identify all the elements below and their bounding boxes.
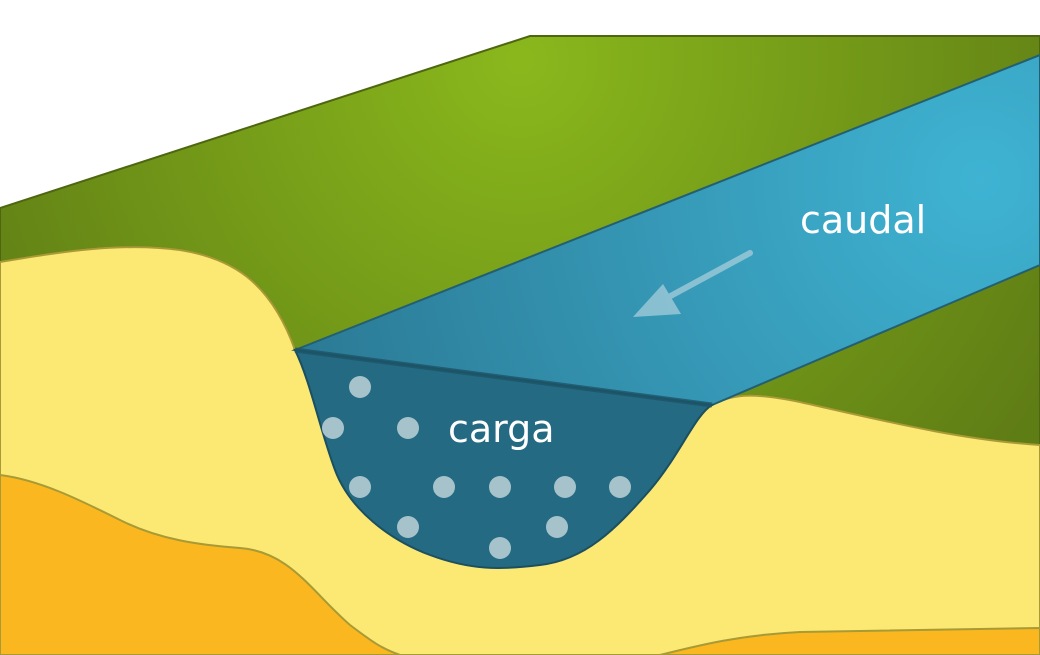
sediment-dot-icon [349, 476, 371, 498]
arrow-down-left-icon [633, 250, 753, 317]
sediment-dot-icon [322, 417, 344, 439]
channel-load [293, 348, 716, 569]
deep-soil-layer [0, 473, 1040, 655]
load-label: carga [448, 407, 555, 451]
water-surface-line [294, 347, 713, 408]
sediment-dot-icon [433, 476, 455, 498]
sediment-dot-icon [397, 417, 419, 439]
sediment-dot-icon [489, 537, 511, 559]
sediment-dots [322, 376, 631, 559]
sediment-dot-icon [349, 376, 371, 398]
sediment-dot-icon [554, 476, 576, 498]
flow-label: caudal [800, 198, 926, 242]
sediment-dot-icon [546, 516, 568, 538]
sediment-dot-icon [397, 516, 419, 538]
sediment-dot-icon [489, 476, 511, 498]
sediment-dot-icon [609, 476, 631, 498]
